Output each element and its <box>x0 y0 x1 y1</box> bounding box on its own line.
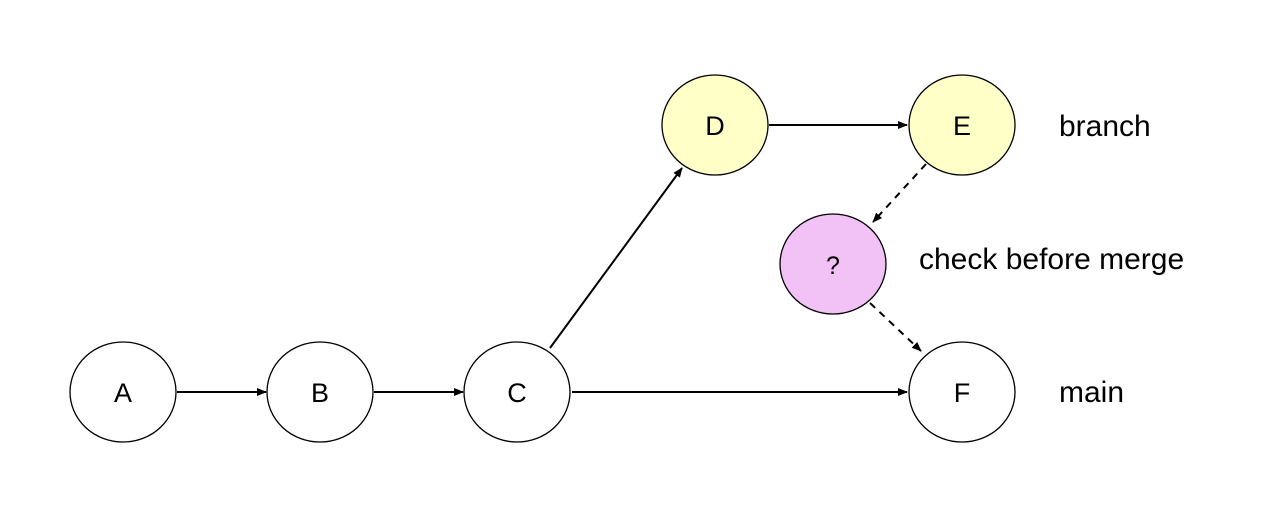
node-c: C <box>463 341 571 443</box>
edge-c-d <box>549 167 683 349</box>
node-f-circle <box>908 341 1016 443</box>
node-check: ? <box>779 213 887 315</box>
node-e-circle <box>908 74 1016 176</box>
edge-check-f <box>869 302 922 352</box>
node-b-label: B <box>311 378 329 408</box>
node-check-label: ? <box>826 252 840 280</box>
main-label: main <box>1059 376 1124 409</box>
node-a: A <box>69 341 177 443</box>
node-f-label: F <box>954 378 971 408</box>
node-b: B <box>266 341 374 443</box>
node-e-label: E <box>953 111 971 141</box>
node-d-circle <box>661 74 769 176</box>
check-label: check before merge <box>919 243 1184 276</box>
node-check-circle <box>779 213 887 315</box>
edge-e-check <box>872 163 927 223</box>
node-d-label: D <box>705 111 725 141</box>
node-c-circle <box>463 341 571 443</box>
branch-label: branch <box>1059 110 1151 143</box>
node-d: D <box>661 74 769 176</box>
node-a-circle <box>69 341 177 443</box>
node-f: F <box>908 341 1016 443</box>
node-a-label: A <box>114 378 132 408</box>
node-b-circle <box>266 341 374 443</box>
node-e: E <box>908 74 1016 176</box>
node-c-label: C <box>507 378 527 408</box>
